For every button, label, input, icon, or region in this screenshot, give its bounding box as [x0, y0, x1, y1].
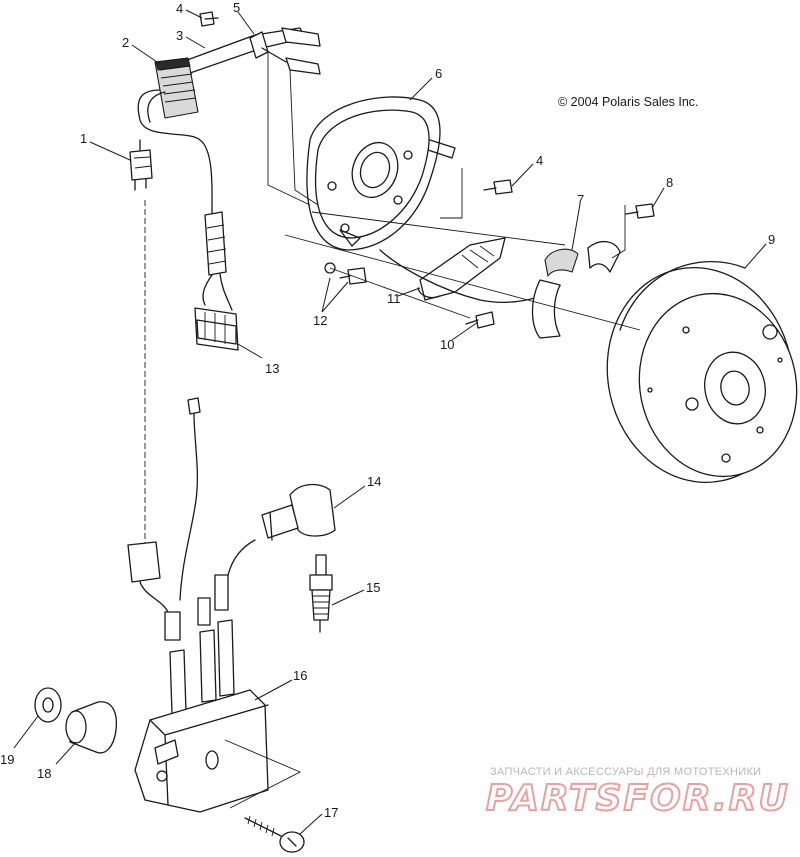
connector-1	[129, 149, 153, 191]
spark-plug-cap	[227, 483, 336, 576]
callout-13: 13	[265, 361, 279, 376]
stator-plate	[306, 96, 456, 251]
regulator	[154, 57, 199, 119]
washer-19	[34, 687, 62, 723]
bolt-4	[483, 179, 513, 195]
callout-17: 17	[324, 805, 338, 820]
leader-lines	[13, 9, 767, 835]
cdi-box	[134, 619, 269, 813]
bolt-10	[465, 311, 495, 329]
screw-12	[324, 262, 367, 285]
callout-6: 6	[435, 66, 442, 81]
flywheel	[606, 261, 798, 484]
screw-17	[244, 815, 305, 853]
callout-15: 15	[366, 580, 380, 595]
callout-5: 5	[233, 0, 240, 15]
callout-1: 1	[80, 131, 87, 146]
plug-13	[194, 307, 239, 351]
grommet-18	[65, 701, 118, 754]
callout-18: 18	[37, 766, 51, 781]
callout-3: 3	[176, 28, 183, 43]
callout-16: 16	[293, 668, 307, 683]
watermark: ЗАПЧАСТИ И АКСЕССУАРЫ ДЛЯ МОТОТЕХНИКИ PA…	[485, 766, 790, 820]
copyright-text: © 2004 Polaris Sales Inc.	[558, 95, 699, 109]
callout-4: 4	[536, 153, 543, 168]
callout-10: 10	[440, 337, 454, 352]
bolt-4-top	[199, 11, 219, 27]
callout-11: 11	[387, 291, 401, 306]
callout-9: 9	[768, 232, 775, 247]
callout-19: 19	[0, 752, 14, 767]
callout-8: 8	[666, 175, 673, 190]
charging-coil	[531, 241, 621, 339]
callout-2: 2	[122, 35, 129, 50]
callout-numbers: 1 2 3 4 5 6 4 7 8 9 10 11 12 13 14 15 16…	[0, 0, 775, 820]
spark-plug	[309, 554, 333, 633]
callout-12: 12	[313, 313, 327, 328]
watermark-tagline: ЗАПЧАСТИ И АКСЕССУАРЫ ДЛЯ МОТОТЕХНИКИ	[490, 766, 761, 778]
wiring-harness	[137, 89, 233, 311]
bolt-8	[625, 203, 655, 219]
callout-7: 7	[577, 192, 584, 207]
callout-14: 14	[367, 474, 381, 489]
watermark-logo: PARTSFOR.RU	[486, 778, 790, 819]
coil-wires	[127, 200, 229, 641]
callout-4-top: 4	[176, 1, 183, 16]
alignment-lines	[224, 52, 641, 809]
